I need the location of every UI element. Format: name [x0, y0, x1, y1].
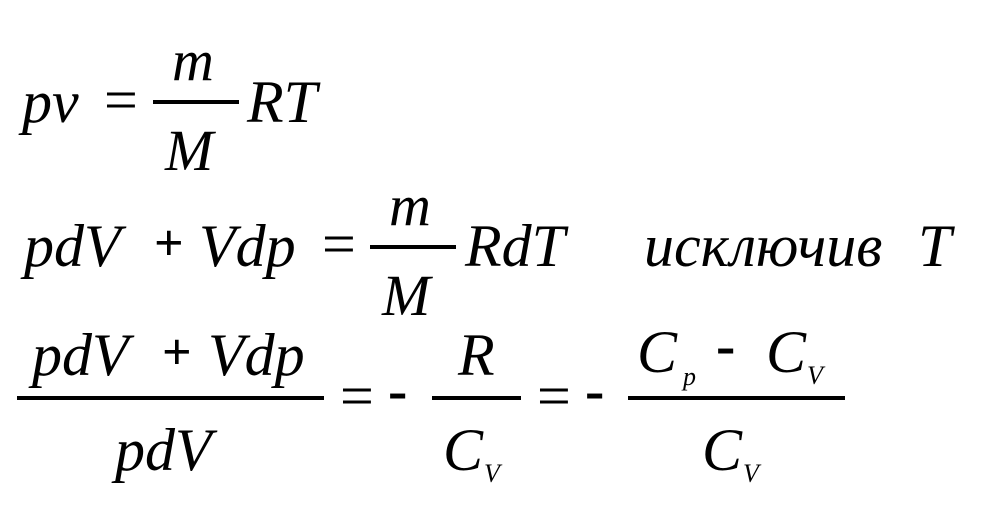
- eq3-minus-1: -: [388, 358, 408, 423]
- eq3-frac3-denominator-sub: V: [743, 459, 759, 488]
- eq2-plus: +: [154, 215, 184, 272]
- eq1-equals: =: [104, 67, 138, 133]
- eq2-equals: =: [322, 211, 356, 277]
- eq3-frac3-denominator-C: C: [702, 417, 743, 483]
- eq1-fraction-numerator: m: [172, 28, 214, 93]
- eq3-frac3-minus: -: [716, 313, 736, 378]
- eq3-frac2-numerator: R: [458, 322, 495, 388]
- eq3-minus-2: -: [585, 358, 605, 423]
- eq2-fraction-numerator: m: [389, 173, 431, 238]
- eq2-note-variable: T: [918, 213, 952, 279]
- eq3-frac3-numerator-Cp-sub: p: [683, 362, 696, 391]
- eq1-fraction-bar: [153, 100, 239, 104]
- eq3-frac1-bar: [17, 396, 324, 400]
- eq2-fraction-denominator: M: [382, 263, 431, 328]
- eq3-equals-1: =: [340, 363, 374, 429]
- eq1-fraction-denominator: M: [165, 118, 214, 183]
- eq3-frac2-denominator-C: C: [443, 417, 484, 483]
- eq3-frac2-bar: [432, 396, 521, 400]
- eq1-rhs: RT: [247, 69, 318, 135]
- eq2-rhs: RdT: [465, 213, 566, 279]
- eq3-frac1-numerator-Vdp: Vdp: [208, 322, 305, 388]
- eq3-frac3-numerator-Cv: C: [766, 319, 807, 385]
- eq2-note-word: исключив: [644, 213, 883, 279]
- eq2-term-Vdp: Vdp: [199, 213, 296, 279]
- eq3-frac3-bar: [628, 396, 845, 400]
- eq3-frac3-numerator-Cp: C: [637, 319, 678, 385]
- eq2-term-pdV: pdV: [24, 213, 121, 279]
- eq3-frac2-denominator-sub: V: [484, 459, 500, 488]
- eq3-frac1-numerator-pdV: pdV: [32, 322, 129, 388]
- eq3-frac1-denominator: pdV: [115, 417, 212, 483]
- eq2-fraction-bar: [370, 245, 456, 249]
- eq3-frac1-plus: +: [162, 324, 192, 381]
- eq3-equals-2: =: [537, 363, 571, 429]
- eq3-frac3-numerator-Cv-sub: V: [807, 361, 823, 390]
- eq1-lhs: pv: [22, 69, 79, 135]
